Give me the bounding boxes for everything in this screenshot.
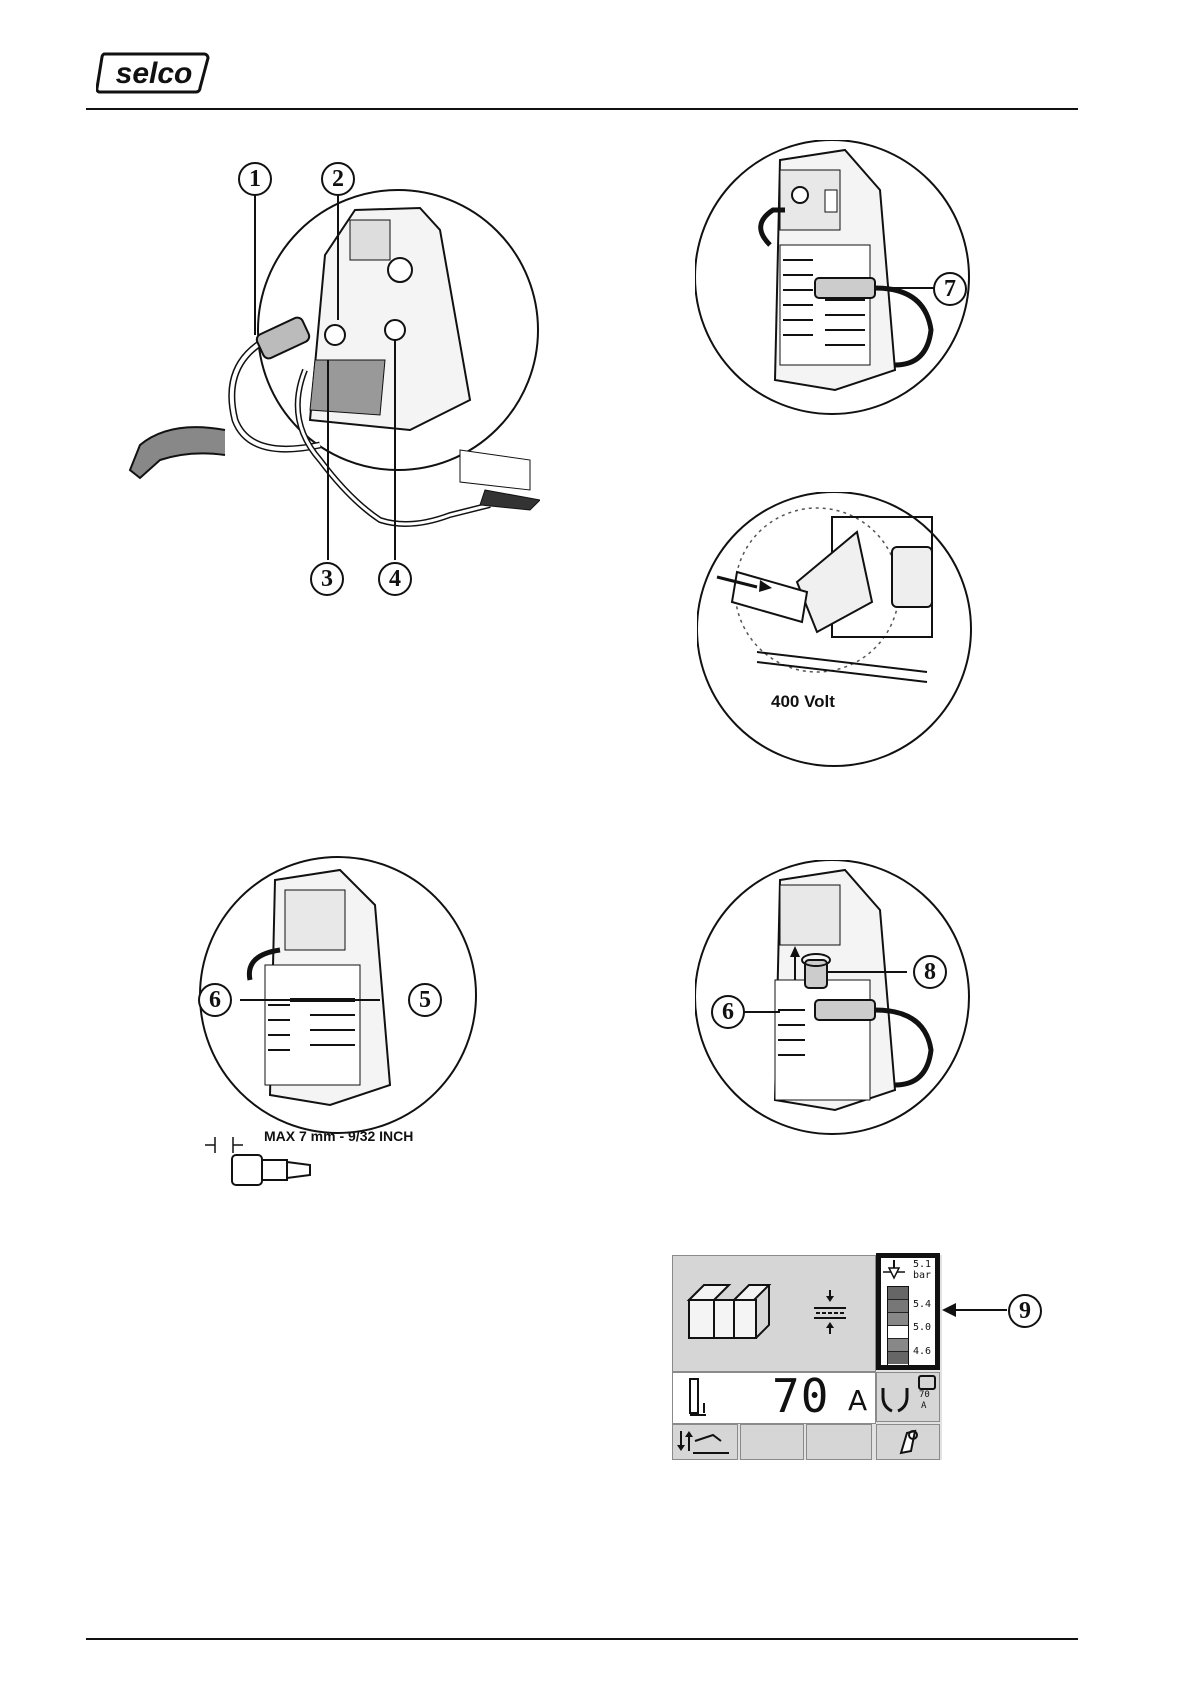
callout-5: 5 <box>408 983 442 1017</box>
pressure-bar-scale <box>887 1286 909 1366</box>
callout-8: 8 <box>913 955 947 989</box>
current-value: 70 <box>772 1371 829 1421</box>
hot-icon <box>918 1375 936 1390</box>
callout-1: 1 <box>238 162 272 196</box>
figure-gas-hose-fitting: 6 5 MAX 7 mm - 9/32 INCH <box>190 855 490 1190</box>
callout-3: 3 <box>310 562 344 596</box>
power-plug-illustration <box>697 492 987 772</box>
pressure-reading: 5.1 <box>913 1259 931 1270</box>
voltage-label: 400 Volt <box>771 692 835 712</box>
torch-connection-illustration <box>110 160 540 600</box>
figure-gas-connection: 7 <box>695 140 985 420</box>
scale-value-high: 5.4 <box>913 1299 931 1310</box>
callout-7: 7 <box>933 272 967 306</box>
mini-current-unit: A <box>921 1401 926 1411</box>
softkey-2[interactable] <box>740 1424 804 1460</box>
pressure-unit: bar <box>913 1270 931 1281</box>
max-length-label: MAX 7 mm - 9/32 INCH <box>264 1128 413 1144</box>
scale-value-low: 4.6 <box>913 1346 931 1357</box>
figure-power-plug: 400 Volt <box>697 492 987 772</box>
figure-torch-connection: 1 2 3 4 <box>110 160 540 600</box>
pressure-gauge-frame: 5.1 bar 5.4 5.0 4.6 <box>876 1253 940 1370</box>
figure-pressure-regulator: 8 6 <box>695 860 985 1140</box>
nozzle-icon <box>880 1385 910 1415</box>
thickness-icon <box>684 1280 774 1345</box>
control-panel-display: 5.1 bar 5.4 5.0 4.6 70 A 70 A <box>672 1255 942 1460</box>
current-icon <box>686 1377 712 1419</box>
torch-height-icon <box>812 1290 848 1334</box>
footer-rule <box>86 1638 1078 1640</box>
callout-6b: 6 <box>711 995 745 1029</box>
brand-text: selco <box>116 57 193 90</box>
gas-pressure-icon <box>883 1260 905 1282</box>
cutting-mode-icon <box>673 1425 733 1457</box>
settings-torch-icon <box>877 1425 937 1457</box>
mini-current-value: 70 <box>919 1390 930 1400</box>
current-unit: A <box>848 1383 867 1419</box>
callout-6: 6 <box>198 983 232 1017</box>
softkey-1[interactable] <box>672 1424 738 1460</box>
scale-value-mid: 5.0 <box>913 1322 931 1333</box>
softkey-4[interactable] <box>876 1424 940 1460</box>
selco-logo: selco <box>96 50 210 96</box>
callout-9: 9 <box>1008 1294 1042 1328</box>
header-rule <box>86 108 1078 110</box>
softkey-3[interactable] <box>806 1424 872 1460</box>
callout-4: 4 <box>378 562 412 596</box>
callout-2: 2 <box>321 162 355 196</box>
arrow-to-gauge-icon <box>942 1295 1012 1325</box>
